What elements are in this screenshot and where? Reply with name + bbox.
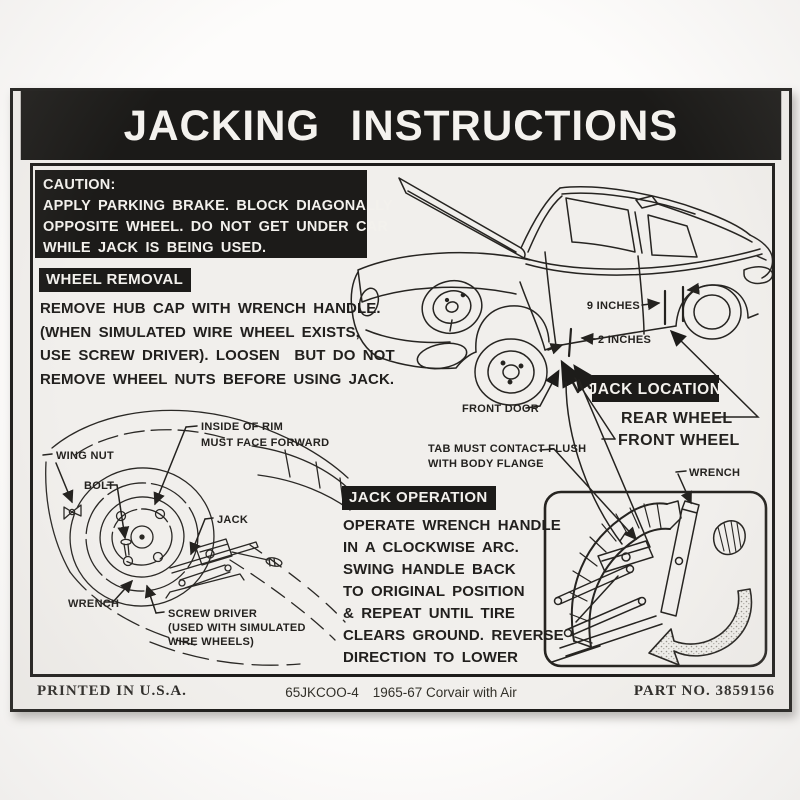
jack-operation-heading: JACK OPERATION — [342, 486, 496, 510]
wheel-removal-heading: WHEEL REMOVAL — [39, 268, 192, 292]
wrench-label-panel: WRENCH — [689, 467, 740, 479]
printed-in-usa: PRINTED IN U.S.A. — [37, 683, 187, 699]
tab-flush-label-line2: WITH BODY FLANGE — [428, 458, 544, 470]
wheel-removal-line: USE SCREW DRIVER). LOOSEN BUT DO NOT — [40, 347, 395, 364]
jack-operation-line: DIRECTION TO LOWER — [343, 649, 519, 666]
two-inches-label: 2 INCHES — [598, 334, 651, 346]
jack-location-callout: JACK LOCATION REAR WHEEL FRONT WHEEL — [589, 375, 740, 449]
footer-code-group: 65JKCOO-4 1965-67 Corvair with Air — [285, 685, 517, 700]
wing-nut-label: WING NUT — [56, 450, 114, 462]
wheel-well-illustration — [45, 409, 353, 666]
tab-flush-label-line1: TAB MUST CONTACT FLUSH — [428, 443, 586, 455]
car-measurements — [525, 282, 760, 548]
jack-operation-line: CLEARS GROUND. REVERSE — [343, 627, 564, 644]
jack-operation-line: SWING HANDLE BACK — [343, 561, 516, 578]
nine-inches-label: 9 INCHES — [587, 300, 640, 312]
jacking-instructions-decal: JACKING INSTRUCTIONS — [10, 88, 792, 712]
caution-heading: CAUTION: — [43, 177, 116, 193]
wheel-removal-line: REMOVE HUB CAP WITH WRENCH HANDLE. — [40, 300, 381, 317]
front-door-label: FRONT DOOR — [462, 403, 539, 415]
jack-label: JACK — [217, 514, 248, 526]
jack-operation-text: OPERATE WRENCH HANDLE IN A CLOCKWISE ARC… — [343, 515, 564, 669]
part-number: PART NO. 3859156 — [633, 683, 775, 699]
wrench-label-left: WRENCH — [68, 598, 119, 610]
inside-rim-label-line2: MUST FACE FORWARD — [201, 437, 329, 449]
jack-operation-line: OPERATE WRENCH HANDLE — [343, 517, 561, 534]
caution-line: OPPOSITE WHEEL. DO NOT GET UNDER CAR — [43, 219, 389, 235]
screw-driver-label-line3: WIRE WHEELS) — [168, 636, 254, 648]
wheel-removal-line: REMOVE WHEEL NUTS BEFORE USING JACK. — [40, 370, 395, 388]
jack-operation-line: & REPEAT UNTIL TIRE — [343, 605, 516, 622]
screw-driver-label-line1: SCREW DRIVER — [168, 608, 257, 620]
bolt-label: BOLT — [84, 480, 114, 492]
wheel-removal-text: REMOVE HUB CAP WITH WRENCH HANDLE. (WHEN… — [40, 297, 395, 391]
diagram-art: 9 INCHES 2 INCHES FRONT DOOR TAB MUST CO… — [42, 177, 774, 668]
jack-wrench-leader — [675, 470, 692, 505]
screw-driver-label-line2: (USED WITH SIMULATED — [168, 622, 306, 634]
rear-wheel-label: REAR WHEEL — [621, 410, 733, 427]
wheel-removal-line: (WHEN SIMULATED WIRE WHEEL EXISTS, — [40, 323, 360, 341]
inside-rim-label-line1: INSIDE OF RIM — [201, 421, 283, 433]
wheel-well-leaders — [42, 425, 214, 614]
caution-box: CAUTION: APPLY PARKING BRAKE. BLOCK DIAG… — [35, 170, 393, 258]
car-illustration — [350, 177, 774, 406]
content-frame — [30, 163, 775, 677]
caution-line: WHILE JACK IS BEING USED. — [43, 240, 267, 256]
caution-line: APPLY PARKING BRAKE. BLOCK DIAGONALLY — [43, 198, 393, 214]
jack-operation-line: TO ORIGINAL POSITION — [343, 583, 525, 600]
page-title: JACKING INSTRUCTIONS — [20, 91, 782, 160]
front-wheel-label: FRONT WHEEL — [618, 432, 740, 449]
jack-mechanism-illustration — [543, 490, 768, 668]
decal-code: 65JKCOO-4 — [285, 685, 359, 700]
model-text: 1965-67 Corvair with Air — [372, 685, 517, 700]
jack-location-label: JACK LOCATION — [589, 381, 722, 398]
jack-operation-line: IN A CLOCKWISE ARC. — [343, 539, 519, 556]
